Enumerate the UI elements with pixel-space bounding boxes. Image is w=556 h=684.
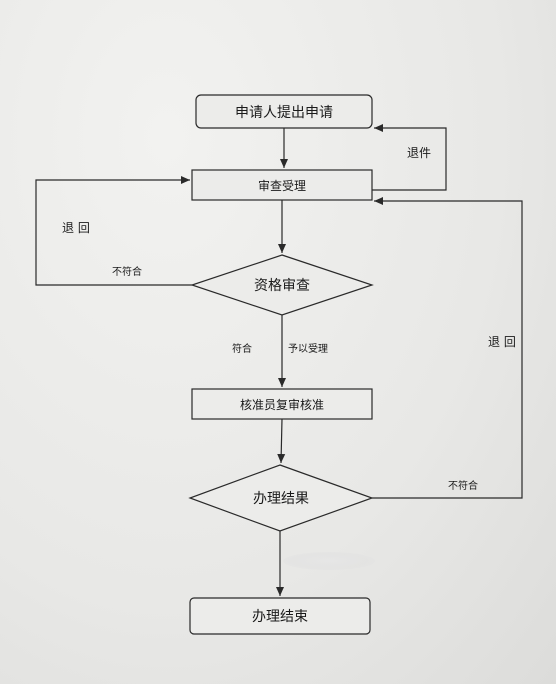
label-not-match-right: 不符合: [448, 479, 478, 492]
node-approver-label: 核准员复审核准: [240, 397, 324, 412]
node-result: 办理结果: [188, 464, 374, 532]
node-review-accept-label: 审查受理: [258, 178, 306, 193]
edge-return-left: [35, 176, 192, 286]
node-result-label: 办理结果: [253, 491, 309, 507]
label-accept: 予以受理: [288, 343, 328, 355]
label-not-match-left: 不符合: [112, 265, 142, 278]
edge-approver-to-result: [277, 418, 286, 464]
label-return-left: 退 回: [62, 221, 90, 235]
node-approver: 核准员复审核准: [191, 388, 373, 420]
node-apply: 申请人提出申请: [195, 94, 373, 129]
node-qualification-label: 资格审查: [254, 278, 310, 294]
node-end: 办理结束: [189, 597, 371, 635]
label-match: 符合: [232, 342, 252, 355]
erased-smudge: [283, 552, 375, 570]
edge-return-right: [372, 197, 523, 499]
node-review-accept: 审查受理: [191, 169, 373, 201]
label-return-doc: 退件: [407, 146, 431, 160]
node-end-label: 办理结束: [252, 609, 308, 625]
node-apply-label: 申请人提出申请: [235, 105, 333, 121]
label-return-right: 退 回: [488, 335, 516, 349]
edge-return-doc: [372, 124, 447, 191]
node-qualification: 资格审查: [190, 254, 374, 316]
